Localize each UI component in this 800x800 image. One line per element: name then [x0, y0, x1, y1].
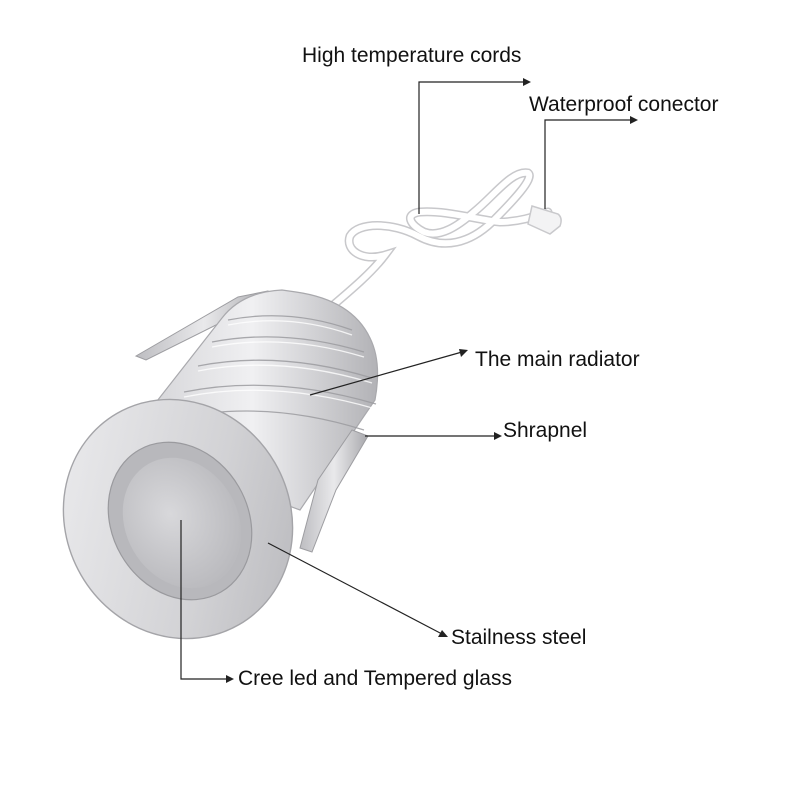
arrowhead-steel: [438, 630, 448, 637]
arrowhead-shrapnel: [494, 432, 502, 440]
label-stainless-steel: Stailness steel: [451, 626, 587, 649]
cree-led-tempered-glass: [122, 457, 242, 589]
label-shrapnel: Shrapnel: [503, 419, 588, 442]
callout-line-connector: [544, 119, 632, 209]
high-temperature-cord: [313, 168, 553, 323]
callout-line-cords: [418, 81, 525, 214]
callout-line-cree: [180, 520, 228, 680]
label-waterproof-connector: Waterproof conector: [529, 93, 719, 116]
arrowhead-connector: [630, 116, 638, 124]
label-cree-led-tempered-glass: Cree led and Tempered glass: [238, 667, 512, 690]
arrowhead-radiator: [459, 349, 468, 357]
arrowhead-cords: [523, 78, 531, 86]
arrowhead-cree: [226, 675, 234, 683]
label-high-temperature-cords: High temperature cords: [302, 44, 522, 67]
callout-line-steel: [267, 542, 443, 635]
callout-arrowheads: [226, 78, 638, 683]
label-main-radiator: The main radiator: [475, 348, 640, 371]
callout-line-radiator: [309, 351, 463, 396]
callout-lines: [180, 81, 632, 680]
waterproof-connector: [527, 205, 562, 235]
